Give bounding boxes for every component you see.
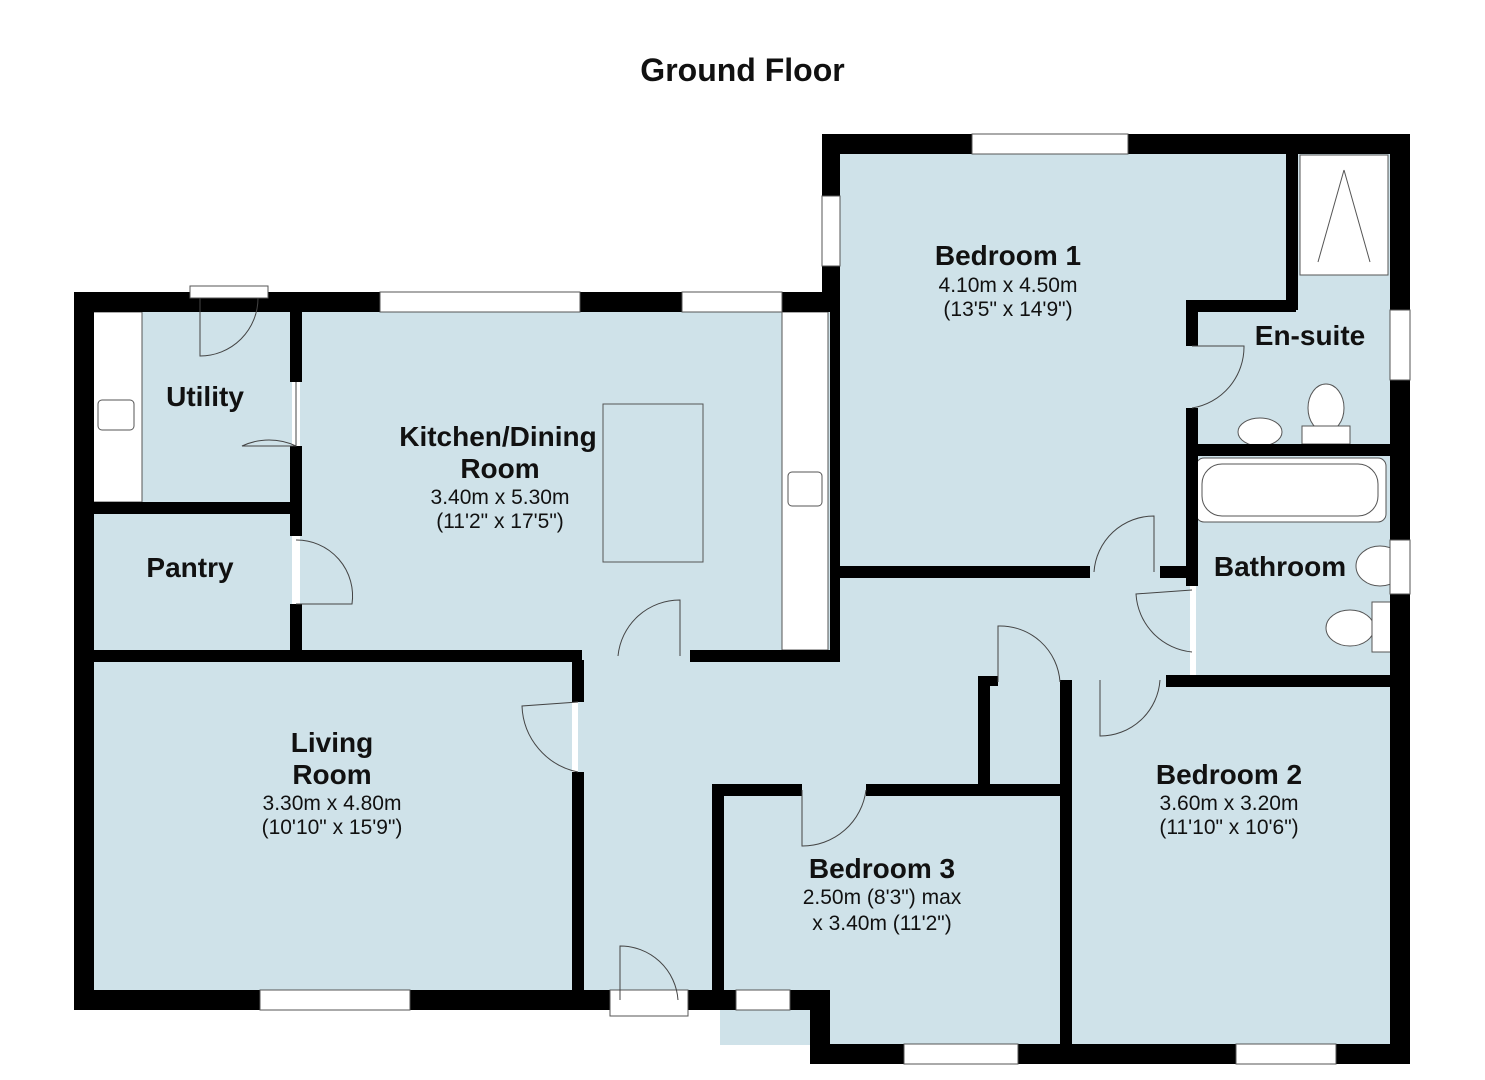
- label-bedroom1: Bedroom 1: [935, 240, 1081, 271]
- door-bed2: [1099, 679, 1161, 737]
- dim-living-imperial: (10'10" x 15'9"): [262, 816, 403, 839]
- window-bed1-top: [971, 133, 1129, 155]
- window-bed1-west: [821, 195, 841, 267]
- window-living: [259, 989, 411, 1011]
- ensuite-toilet-icon: [1307, 383, 1345, 433]
- door-pantry: [295, 539, 354, 605]
- wall-kitchen-east: [830, 300, 840, 660]
- window-kitchen-top: [681, 291, 783, 313]
- kitchen-sink-icon: [787, 471, 823, 507]
- wall-west: [74, 292, 94, 1010]
- dim-bedroom1-imperial: (13'5" x 14'9"): [943, 298, 1072, 321]
- window-hall-south: [735, 989, 791, 1011]
- door-kitchen-hall: [617, 599, 681, 657]
- shower-tray-icon: [1299, 154, 1389, 276]
- window-utility-door: [189, 285, 269, 299]
- wall-living-top: [92, 650, 582, 662]
- wall-bed1-ensuite-low: [1186, 408, 1198, 448]
- wall-bathroom-south: [1166, 675, 1392, 687]
- door-living: [521, 701, 579, 773]
- utility-sink-icon: [97, 399, 135, 431]
- dim-kitchen-imperial: (11'2" x 17'5"): [436, 510, 564, 533]
- window-bed3: [903, 1043, 1019, 1065]
- door-ensuite: [1191, 345, 1245, 409]
- floor-title: Ground Floor: [640, 52, 845, 88]
- window-kitchen-slider: [379, 291, 581, 313]
- window-bed2: [1235, 1043, 1337, 1065]
- wall-utility-kitchen: [290, 310, 302, 382]
- label-utility: Utility: [166, 381, 244, 412]
- ensuite-cistern: [1301, 425, 1351, 445]
- shower-lines: [1317, 169, 1371, 263]
- room-labels: Bedroom 1 4.10m x 4.50m (13'5" x 14'9") …: [146, 240, 1365, 935]
- wall-shower: [1286, 150, 1298, 310]
- door-utility: [199, 297, 259, 357]
- label-ensuite: En-suite: [1255, 320, 1365, 351]
- floor-living: [92, 660, 572, 990]
- bathroom-toilet-icon: [1325, 609, 1375, 647]
- door-cupboard: [997, 625, 1061, 683]
- wall-living-east-low: [572, 772, 584, 992]
- wall-pantry-kitchen: [290, 604, 302, 656]
- wall-bed3-north-right: [866, 784, 1062, 796]
- wall-utility-kitchen-low: [290, 446, 302, 536]
- kitchen-island: [602, 403, 704, 563]
- window-bathroom: [1389, 539, 1411, 595]
- door-swings: [199, 297, 1245, 1001]
- bath-inner: [1201, 463, 1379, 517]
- wall-bed1-south: [840, 566, 1090, 578]
- dim-kitchen-metric: 3.40m x 5.30m: [431, 486, 570, 509]
- door-bed3: [801, 789, 867, 847]
- fixtures: [91, 154, 1405, 653]
- floor-pantry: [92, 512, 292, 652]
- label-kitchen-line2: Room: [460, 453, 539, 484]
- label-pantry: Pantry: [146, 552, 234, 583]
- wall-ensuite-north: [1186, 300, 1296, 312]
- windows: [189, 133, 1411, 1065]
- label-bedroom3: Bedroom 3: [809, 853, 955, 884]
- dim-bedroom3-line2: x 3.40m (11'2"): [812, 912, 951, 935]
- wall-bed3-west: [712, 784, 724, 994]
- ensuite-basin-icon: [1237, 417, 1283, 447]
- label-bedroom2: Bedroom 2: [1156, 759, 1302, 790]
- label-living-line1: Living: [291, 727, 373, 758]
- dim-living-metric: 3.30m x 4.80m: [263, 792, 402, 815]
- door-utility-kitchen: [241, 382, 297, 447]
- dim-bedroom1-metric: 4.10m x 4.50m: [939, 274, 1078, 297]
- wall-living-east: [572, 660, 584, 702]
- label-kitchen-line1: Kitchen/Dining: [399, 421, 597, 452]
- label-living-line2: Room: [292, 759, 371, 790]
- wall-cupboard: [978, 676, 990, 786]
- label-bathroom: Bathroom: [1214, 551, 1346, 582]
- door-bathroom: [1135, 589, 1193, 653]
- wall-kitchen-south: [690, 650, 840, 662]
- dim-bedroom2-imperial: (11'10" x 10'6"): [1159, 816, 1298, 839]
- wall-bathroom-west: [1186, 456, 1198, 586]
- wall-bed3-north: [712, 784, 802, 796]
- wall-ensuite-bath: [1186, 444, 1406, 456]
- bathroom-cistern: [1371, 601, 1393, 653]
- wall-bed2-west: [1060, 680, 1072, 1060]
- wall-bathroom-stub: [1160, 566, 1198, 578]
- floor-area: [92, 150, 1392, 1045]
- dim-bedroom3-line1: 2.50m (8'3") max: [803, 886, 962, 909]
- dim-bedroom2-metric: 3.60m x 3.20m: [1160, 792, 1299, 815]
- floor-bedroom2: [1070, 685, 1392, 1045]
- wall-east: [1390, 134, 1410, 1064]
- door-front: [619, 945, 679, 1001]
- wall-cupboard-top: [978, 676, 998, 686]
- front-door: [609, 989, 689, 1017]
- window-ensuite: [1389, 309, 1411, 381]
- door-bed1: [1093, 515, 1155, 573]
- wall-utility-pantry: [92, 502, 300, 514]
